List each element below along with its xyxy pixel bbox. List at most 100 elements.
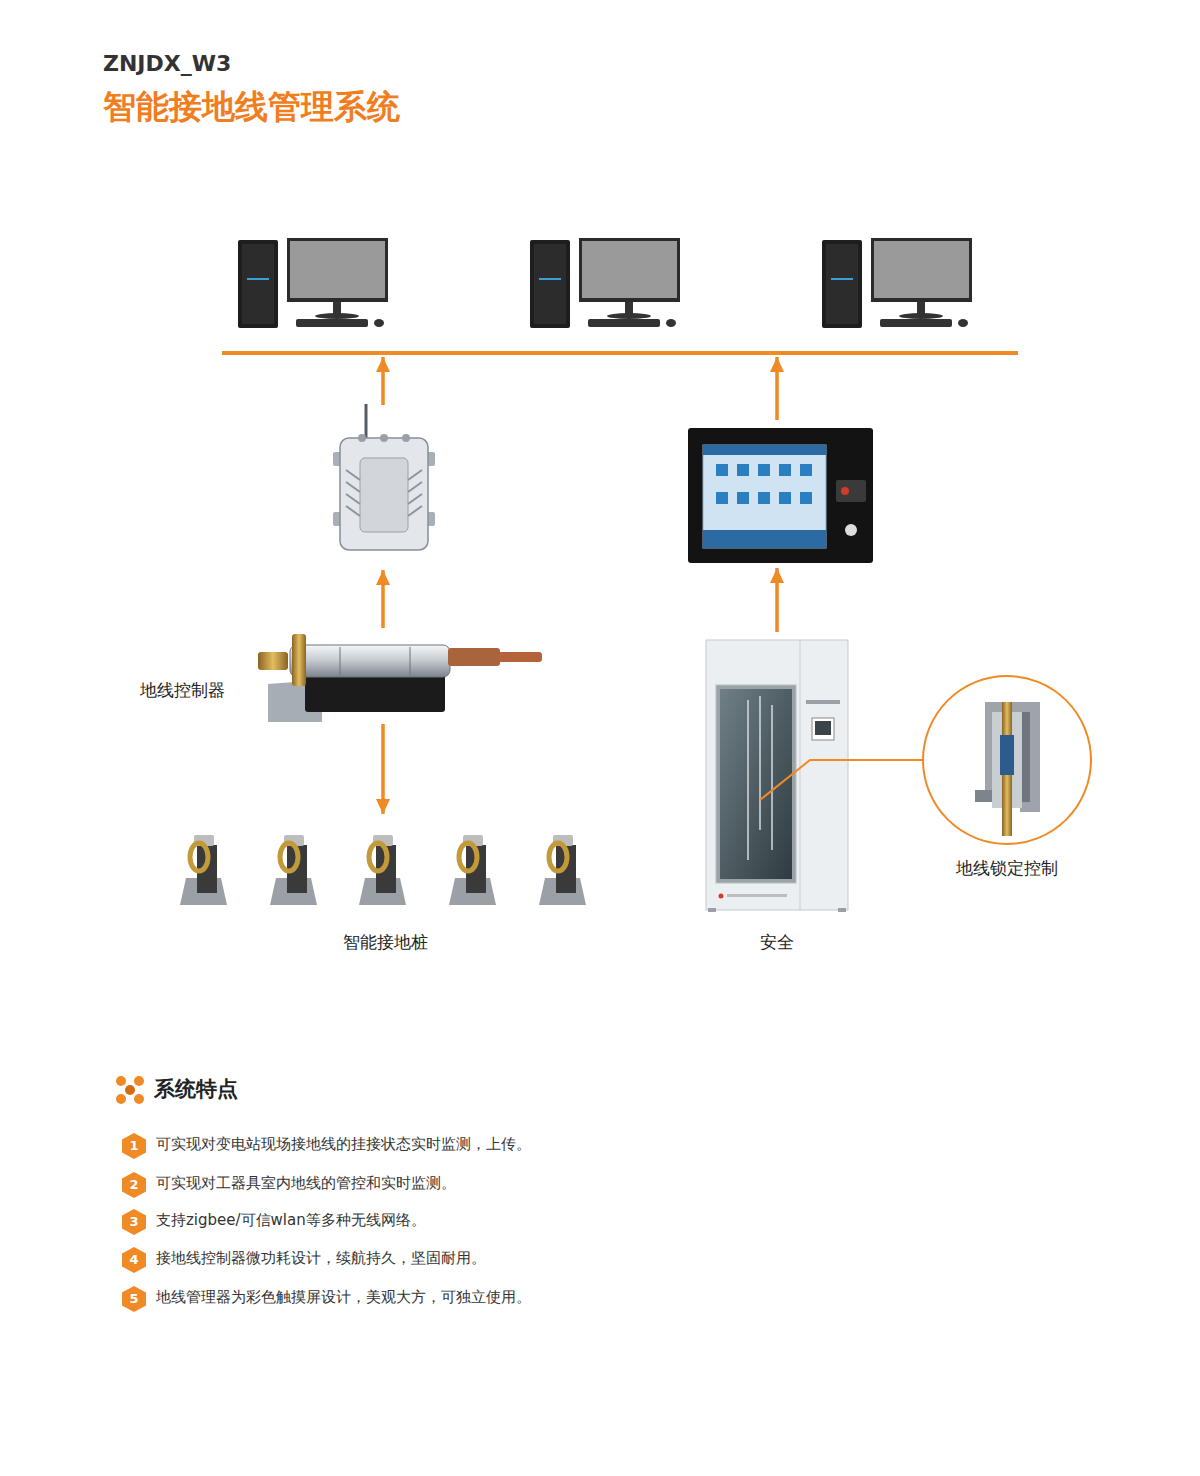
touch-panel — [716, 492, 728, 504]
section-icon — [116, 1076, 126, 1086]
number-badge: 3 — [122, 1209, 146, 1235]
touch-panel — [800, 464, 812, 476]
ground-wire-controller — [258, 652, 288, 670]
computer — [666, 319, 676, 327]
lock-callout-picture — [1000, 735, 1014, 775]
computer — [530, 238, 680, 328]
grounding-pile — [190, 843, 208, 871]
callout-number: 5 — [129, 1291, 138, 1307]
grounding-pile — [369, 843, 387, 871]
tool-cabinet-picture — [747, 700, 749, 860]
lock-callout-picture — [923, 676, 1091, 844]
hexagon-shape — [122, 1286, 146, 1312]
feature-text: 支持zigbee/可信wlan等多种无线网络。 — [156, 1211, 426, 1231]
touch-panel — [716, 464, 812, 504]
number-badge: 4 — [122, 1247, 146, 1273]
wireless-gateway — [340, 438, 428, 550]
touch-panel — [737, 492, 749, 504]
grounding-pile — [280, 843, 298, 871]
computer — [315, 313, 359, 319]
touch-panel — [758, 464, 770, 476]
tool-cabinet-picture — [759, 696, 761, 830]
hexagon-shape — [122, 1286, 146, 1312]
wireless-gateway — [408, 482, 422, 492]
tool-cabinet-picture — [719, 894, 724, 899]
wireless-gateway — [333, 404, 435, 550]
touch-panel — [800, 492, 812, 504]
lock-callout-picture — [985, 702, 1040, 812]
section-icon — [134, 1076, 144, 1086]
ground-wire-controller — [290, 645, 450, 677]
callout-number: 2 — [129, 1177, 138, 1193]
hexagon-shape — [122, 1133, 146, 1159]
computer — [899, 313, 943, 319]
tool-cabinet-picture — [800, 640, 801, 910]
computer — [871, 238, 972, 302]
touch-panel — [716, 464, 728, 476]
computer — [534, 244, 566, 324]
grounding-pile — [359, 835, 406, 905]
grounding-pile — [459, 843, 477, 871]
tool-cabinet-picture — [838, 908, 846, 912]
touch-panel — [836, 480, 866, 502]
computer — [958, 319, 968, 327]
computer — [822, 240, 862, 328]
number-badge: 1 — [122, 1133, 146, 1159]
touch-panel — [841, 487, 849, 495]
computer — [247, 278, 269, 280]
tool-cabinet-picture — [706, 640, 848, 912]
hexagon-shape — [122, 1247, 146, 1273]
computer — [831, 278, 853, 280]
touch-panel — [703, 445, 826, 548]
feature-text: 地线管理器为彩色触摸屏设计，美观大方，可独立使用。 — [156, 1288, 531, 1308]
controller-unit: 地线控制器 — [135, 628, 545, 724]
tool-cabinet-picture — [806, 700, 840, 704]
hexagon-shape — [122, 1209, 146, 1235]
hexagon-shape — [122, 1172, 146, 1198]
lock-callout-picture — [1022, 712, 1030, 802]
grounding-pile — [549, 843, 567, 871]
model-code: ZNJDX_W3 — [103, 50, 231, 79]
grounding-pile — [449, 835, 496, 905]
tool-cabinet-picture — [716, 685, 796, 883]
computer — [579, 238, 680, 302]
part-label: 安全 — [760, 932, 794, 952]
computer — [607, 313, 651, 319]
flow-arrow — [775, 568, 779, 632]
computer — [238, 240, 278, 328]
wireless-gateway — [408, 506, 422, 516]
flow-arrow — [383, 357, 777, 632]
part-label: 地线控制器 — [140, 680, 225, 700]
part-label: 智能接地桩 — [343, 932, 428, 952]
computer — [625, 302, 633, 314]
touch-panel — [779, 464, 791, 476]
computer — [242, 244, 274, 324]
feature-text: 可实现对变电站现场接地线的挂接状态实时监测，上传。 — [156, 1135, 531, 1155]
callout-number: 3 — [129, 1214, 138, 1230]
touch-panel — [703, 530, 826, 548]
computer — [880, 319, 952, 327]
tool-cabinet-picture — [708, 908, 716, 912]
wireless-gateway — [408, 470, 422, 480]
computer — [374, 319, 384, 327]
touch-panel — [688, 428, 873, 563]
computer — [530, 240, 570, 328]
tool-cabinet: 安全 — [704, 638, 850, 958]
computer — [290, 241, 385, 298]
wireless-gateway — [346, 506, 360, 516]
grounding-pile-group: 智能接地桩 — [175, 814, 595, 958]
computer — [333, 302, 341, 314]
ground-wire-controller — [258, 634, 542, 722]
wireless-gateway — [358, 434, 366, 442]
computer — [287, 238, 388, 302]
computer — [822, 238, 972, 328]
tool-cabinet-picture — [812, 718, 834, 740]
touch-panel — [779, 492, 791, 504]
touch-panel — [758, 492, 770, 504]
page-title: 智能接地线管理系统 — [103, 86, 400, 129]
wireless-gateway — [346, 470, 422, 516]
grounding-pile — [180, 835, 227, 905]
callout-number: 4 — [129, 1252, 138, 1268]
